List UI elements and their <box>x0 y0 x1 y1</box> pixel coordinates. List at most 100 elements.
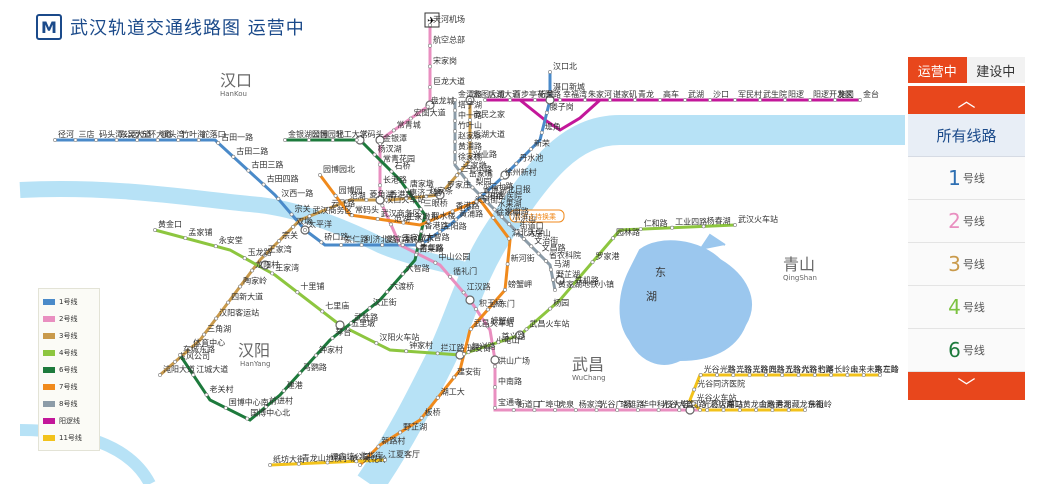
station-label[interactable]: 高车 <box>663 89 679 99</box>
station-dot[interactable] <box>428 64 432 69</box>
station-dot[interactable] <box>453 150 457 154</box>
station-dot[interactable] <box>549 267 553 272</box>
station-label[interactable]: 江汉路 <box>467 282 491 292</box>
station-label[interactable]: 盘龙城 <box>431 96 455 106</box>
station-label[interactable]: 金融港北 <box>759 399 791 409</box>
station-label[interactable]: 车城东路 <box>183 344 215 354</box>
station-dot[interactable] <box>250 268 255 273</box>
station-label[interactable]: 径河 <box>58 129 74 139</box>
station-dot[interactable] <box>638 227 643 232</box>
station-dot[interactable] <box>468 98 472 102</box>
station-label[interactable]: 铁机路 <box>575 275 599 285</box>
station-label[interactable]: 取水楼 <box>432 210 456 220</box>
station-label[interactable]: 杨家湾 <box>579 399 603 409</box>
station-dot[interactable] <box>715 373 719 377</box>
station-dot[interactable] <box>483 98 487 102</box>
station-label[interactable]: 古田一路 <box>221 132 253 142</box>
station-label[interactable]: 武胜路 <box>354 312 378 322</box>
station-dot[interactable] <box>306 138 311 142</box>
station-dot[interactable] <box>277 239 281 243</box>
station-dot[interactable] <box>496 340 501 345</box>
station-label[interactable]: 中山公园 <box>438 252 470 262</box>
station-label[interactable]: 金潭路 <box>458 89 482 99</box>
station-dot[interactable] <box>539 130 544 135</box>
station-dot[interactable] <box>238 284 243 289</box>
station-dot[interactable] <box>468 327 473 332</box>
station-label[interactable]: 宗关 <box>295 203 311 213</box>
station-dot[interactable] <box>499 214 504 219</box>
station-dot[interactable] <box>268 463 272 467</box>
station-label[interactable]: 巨龙大道 <box>433 76 465 86</box>
station-label[interactable]: 长岭山 <box>834 364 858 374</box>
station-dot[interactable] <box>754 408 759 412</box>
station-dot[interactable] <box>708 98 712 102</box>
station-label[interactable]: 二七小路 <box>460 164 492 174</box>
station-label[interactable]: 堤角 <box>545 122 561 132</box>
station-label[interactable]: 幸福湾 <box>563 89 587 99</box>
station-dot[interactable] <box>435 395 440 400</box>
station-label[interactable]: 市民之家 <box>473 109 505 119</box>
station-dot[interactable] <box>330 138 335 142</box>
station-dot[interactable] <box>808 98 812 102</box>
station-dot[interactable] <box>378 183 382 188</box>
station-label[interactable]: 金银湖公园 <box>288 129 328 139</box>
station-dot[interactable] <box>319 240 324 245</box>
station-dot[interactable] <box>514 229 519 234</box>
transfer-station[interactable] <box>260 260 270 270</box>
station-dot[interactable] <box>94 138 99 142</box>
station-label[interactable]: 左岭 <box>883 364 899 374</box>
station-dot[interactable] <box>401 220 406 225</box>
station-dot[interactable] <box>404 349 409 354</box>
station-label[interactable]: 文昌路 <box>542 243 566 253</box>
station-dot[interactable] <box>829 373 834 377</box>
station-dot[interactable] <box>135 138 140 142</box>
station-dot[interactable] <box>196 138 201 142</box>
station-label[interactable]: 国博中心南 <box>229 397 269 407</box>
station-label[interactable]: 宝通寺 <box>498 397 522 407</box>
station-label[interactable]: 湖口 <box>727 400 743 409</box>
line-6-path[interactable] <box>178 138 427 422</box>
station-label[interactable]: 首义路 <box>501 331 525 341</box>
station-dot[interactable] <box>242 256 247 261</box>
station-dot[interactable] <box>419 416 424 420</box>
station-dot[interactable] <box>114 138 119 142</box>
station-label[interactable]: 徐家棚 <box>496 207 520 217</box>
station-label[interactable]: 黄金口 <box>158 219 182 229</box>
station-dot[interactable] <box>318 173 322 177</box>
station-dot[interactable] <box>384 198 389 202</box>
station-label[interactable]: 三阳路 <box>443 221 467 231</box>
station-label[interactable]: 杨汊湖 <box>378 144 402 154</box>
station-label[interactable]: 陶家岭 <box>243 276 267 286</box>
station-label[interactable]: 古田二路 <box>236 146 268 156</box>
station-label[interactable]: 军民村 <box>738 89 762 99</box>
station-dot[interactable] <box>786 408 791 412</box>
station-label[interactable]: 宏图大道 <box>414 108 446 118</box>
station-label[interactable]: 七里庙 <box>325 300 349 310</box>
station-label[interactable]: 黄龙山路 <box>743 399 775 409</box>
station-dot[interactable] <box>204 392 209 397</box>
station-label[interactable]: 硚口路 <box>324 231 348 241</box>
station-label[interactable]: 龙阳村 <box>255 260 279 270</box>
station-label[interactable]: 常码头 <box>360 129 384 139</box>
station-label[interactable]: 古田三路 <box>251 160 283 170</box>
station-dot[interactable] <box>470 185 475 190</box>
station-label[interactable]: 马鹦路 <box>303 362 327 372</box>
station-dot[interactable] <box>453 129 457 134</box>
station-dot[interactable] <box>364 198 369 202</box>
station-label[interactable]: 王家墩东 <box>402 232 434 242</box>
station-label[interactable]: 武湖 <box>688 89 704 99</box>
station-dot[interactable] <box>226 300 231 305</box>
station-dot[interactable] <box>608 98 612 102</box>
station-label[interactable]: 积玉桥 <box>479 298 503 308</box>
station-dot[interactable] <box>246 168 251 173</box>
station-label[interactable]: 中南医院 <box>490 191 522 201</box>
station-dot[interactable] <box>691 401 696 406</box>
station-label[interactable]: 五里墩 <box>351 318 375 328</box>
station-label[interactable]: 琴台 <box>335 327 351 337</box>
station-dot[interactable] <box>388 222 393 227</box>
station-label[interactable]: 循礼门 <box>406 234 430 244</box>
station-label[interactable]: 光谷广场 <box>600 399 632 409</box>
station-dot[interactable] <box>758 98 762 102</box>
station-label[interactable]: 双墩 <box>296 216 312 226</box>
